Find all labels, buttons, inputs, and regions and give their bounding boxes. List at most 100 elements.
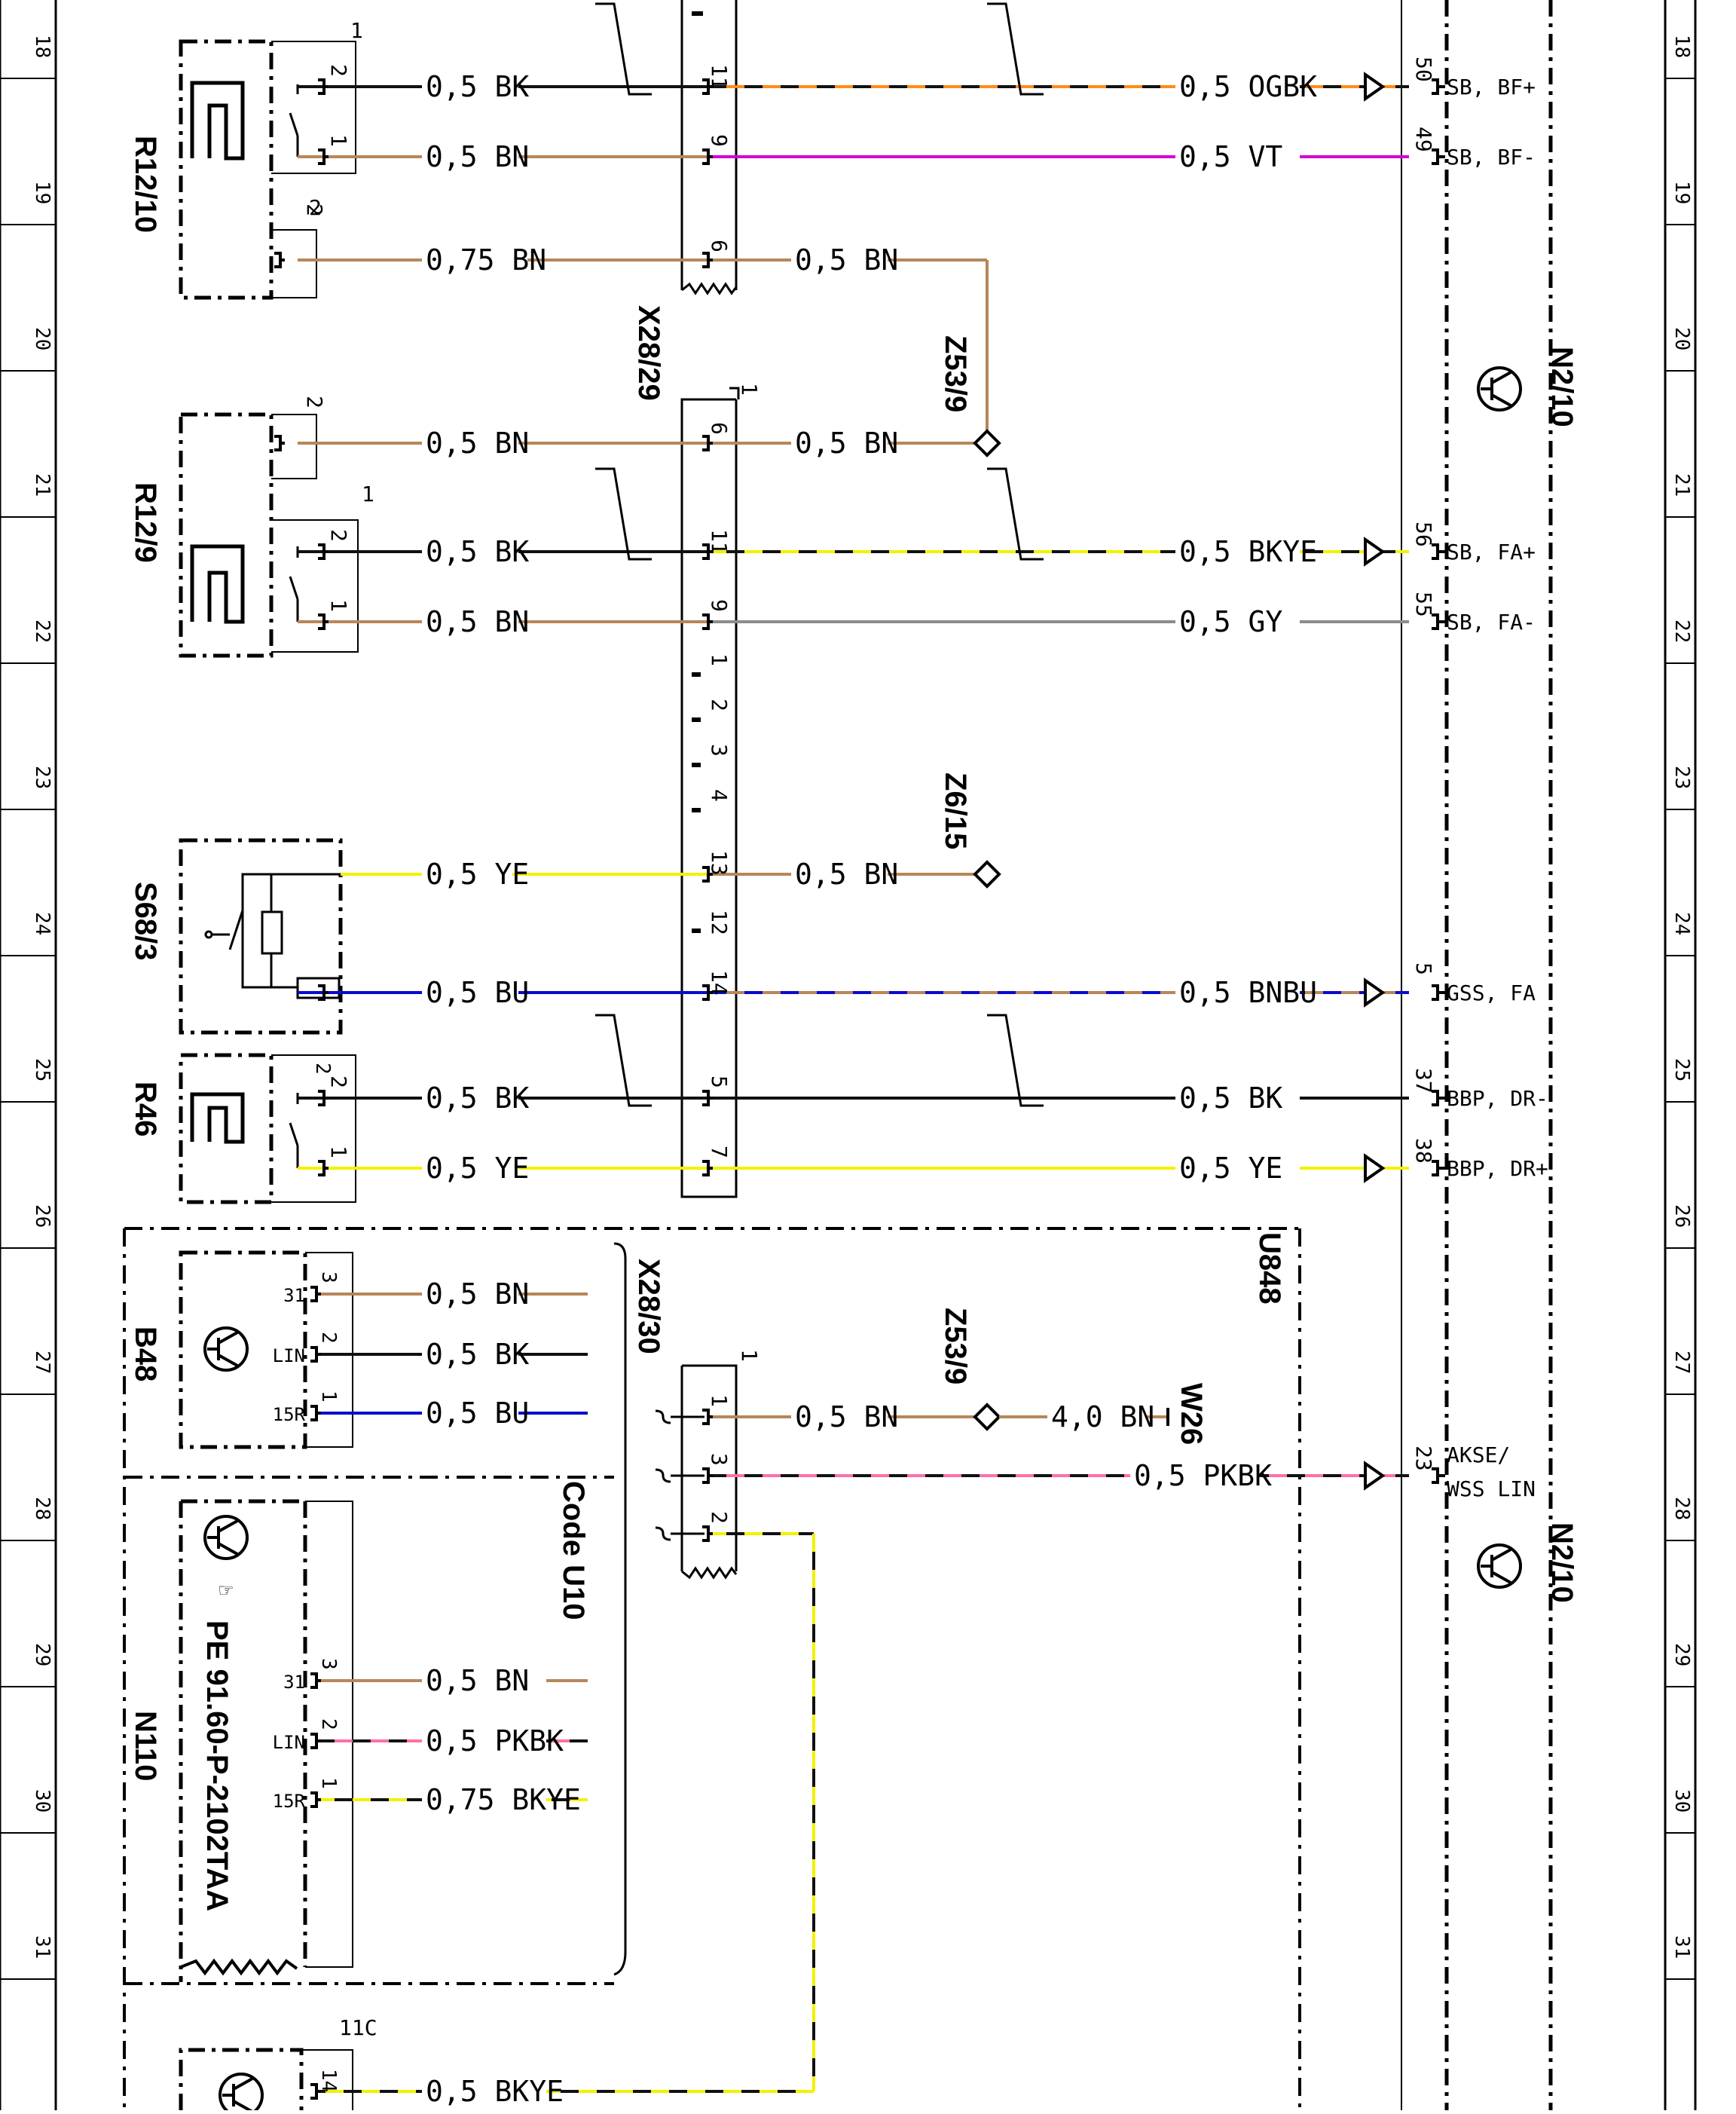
row-number-right: 18 [1670,35,1693,58]
b48-signal: LIN [273,1345,305,1366]
x28-30-connector-body [680,1364,738,1580]
component-label-s68-3: S68/3 [129,882,162,961]
component-pin [318,1160,329,1176]
x28-30-pin [702,1467,713,1484]
row-number-left: 26 [31,1204,53,1228]
x28-29-pin [702,1160,713,1176]
component-pin-number: 1 [362,482,374,506]
row-number-left: 21 [31,473,53,497]
n110-pin-number: 2 [317,1718,340,1730]
row-number-left: 23 [31,766,53,789]
n110-pin [310,1733,321,1749]
x28-29-pin-number: 12 [707,910,732,935]
component-label-z53-9-lower: Z53/9 [939,1308,972,1384]
z6-15-junction [973,860,1001,889]
row-number-right: 30 [1670,1789,1693,1813]
b48-signal: 15R [273,1404,306,1425]
n2-10-sensor-icon-upper [1477,366,1522,411]
wire-label: 0,5 BN [795,858,898,891]
component-pin-number: 2 [309,195,322,220]
x28-30-pin-number: 3 [707,1453,732,1466]
x28-29-pin [702,78,713,95]
wire-label: 0,5 BN [795,243,898,277]
wire-label: 0,5 BK [426,535,529,568]
x28-29-pin-number: 11 [707,64,732,90]
direction-arrow [1364,1153,1386,1183]
component-label-w26: W26 [1175,1383,1208,1445]
n2-10-signal-label: SB, FA- [1447,610,1536,635]
component-pin [318,148,329,165]
b48-pin-number: 1 [317,1390,340,1403]
component-label-r12-10: R12/10 [129,136,162,233]
component-label-r46: R46 [129,1081,162,1137]
n110-pin-number: 3 [317,1658,340,1670]
wire-label: 0,5 GY [1179,605,1282,638]
left-row-ruler [0,0,57,2110]
wire-label: 0,5 VT [1179,140,1282,173]
component-pin [318,543,329,560]
r12-10-box [179,39,274,300]
wire-label: 0,5 YE [1179,1152,1282,1185]
row-number-left: 30 [31,1789,53,1813]
n2-10-signal-label: WSS LIN [1447,1476,1536,1501]
component-pin [318,984,329,1001]
x28-30-pin [702,1525,713,1542]
component-pin-number: 1 [326,599,351,612]
component-label-r12-9: R12/9 [129,482,162,563]
x28-29-pin-number: 13 [707,850,732,876]
wire-label: 0,5 BU [426,976,529,1009]
r46-box [179,1053,274,1204]
x28-29-connector-body [680,0,740,1198]
n110-signal: LIN [273,1732,305,1753]
row-number-left: 19 [31,181,53,204]
b48-pin [310,1286,321,1302]
n2-10-pin-number: 49 [1411,127,1436,152]
component-pin [274,252,285,268]
x28-30-pin [702,1409,713,1425]
x28-29-pin-number: 5 [707,1075,732,1088]
n2-10-pin-number: 50 [1411,57,1436,82]
component-label-x28-30: X28/30 [632,1259,665,1354]
bottom-module-box [179,2048,304,2110]
wire-label: 0,5 BN [426,1277,529,1311]
z53-9-junction [973,429,1001,457]
x28-29-pin-number: 3 [707,744,732,757]
row-number-right: 27 [1670,1351,1693,1374]
row-number-right: 19 [1670,181,1693,204]
n2-10-pin-number: 37 [1411,1068,1436,1094]
x28-29-pin-number: 9 [707,134,732,147]
b48-pin [310,1346,321,1363]
row-number-left: 25 [31,1058,53,1081]
wire-label: 0,5 BN [795,427,898,460]
component-pin [318,613,329,630]
x28-29-pin [702,252,713,268]
wire-label: 0,5 BK [1179,1081,1282,1115]
component-label-u848: U848 [1253,1232,1286,1305]
x28-30-pin-number: 2 [707,1511,732,1524]
component-label-b48: B48 [129,1326,162,1381]
b48-pin-number: 3 [317,1271,340,1283]
n2-10-pin-number: 38 [1411,1138,1436,1164]
component-pin-number: 2 [326,1075,351,1088]
x28-29-pin [702,148,713,165]
x28-29-pin [702,1090,713,1106]
x28-29-pin-number: 2 [707,699,732,711]
component-pin-number: 2 [311,1063,334,1075]
component-pin-number: 2 [326,64,351,77]
x28-29-pin-number: 11 [707,529,732,555]
wire-label: 0,5 PKBK [426,1724,564,1758]
b48-pin-number: 2 [317,1332,340,1344]
component-pin-number: 1 [350,18,363,43]
component-label-x28-29: X28/29 [632,305,665,401]
b48-pin [310,1405,321,1421]
wire-label: 0,5 BN [426,140,529,173]
wire-label: 0,5 BK [426,1081,529,1115]
n110-pin-number: 1 [317,1777,340,1789]
n2-10-sensor-icon-lower [1477,1543,1522,1589]
x28-30-pin-number: 1 [707,1394,732,1407]
row-number-left: 24 [31,912,53,935]
row-number-right: 23 [1670,766,1693,789]
n110-sensor-icon [203,1515,249,1560]
x28-29-pin-number: 6 [707,422,732,435]
